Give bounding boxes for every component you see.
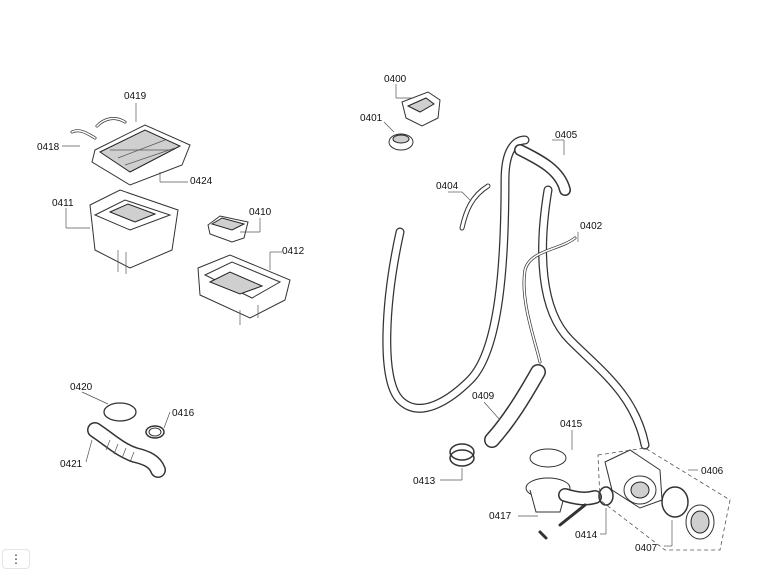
sump-hose-0409 [484, 364, 546, 448]
seal-0415 [529, 448, 567, 468]
label-0409: 0409 [472, 391, 495, 402]
label-0416: 0416 [172, 408, 195, 419]
siphon-cap-0410 [207, 215, 249, 243]
hose-0419 [95, 117, 127, 128]
label-0411: 0411 [52, 198, 74, 209]
hose-clip-0414 [598, 486, 614, 506]
label-0410: 0410 [249, 207, 272, 218]
hose-0418 [70, 129, 97, 140]
valve-0401 [388, 133, 414, 151]
label-0419: 0419 [124, 91, 147, 102]
label-0412: 0412 [282, 246, 305, 257]
label-0407: 0407 [635, 543, 658, 554]
hose-clip-0420 [103, 402, 137, 422]
drawer-insert-0412 [197, 254, 291, 325]
bellow-hose-0421 [87, 422, 166, 478]
label-0417: 0417 [489, 511, 512, 522]
hose-clip-0416 [145, 425, 165, 439]
label-0404: 0404 [436, 181, 459, 192]
more-options-button[interactable]: ⋮ [2, 549, 30, 569]
pump-assembly [597, 447, 731, 551]
label-0421: 0421 [60, 459, 83, 470]
label-0413: 0413 [413, 476, 436, 487]
hose-0404 [459, 183, 491, 231]
label-0415: 0415 [560, 419, 583, 430]
label-0405: 0405 [555, 130, 578, 141]
label-0420: 0420 [70, 382, 93, 393]
label-0406: 0406 [701, 466, 724, 477]
inlet-hose-long [382, 135, 530, 413]
label-0418: 0418 [37, 142, 60, 153]
sump-0417 [525, 477, 602, 540]
label-0424: 0424 [190, 176, 213, 187]
drain-hose [538, 185, 650, 450]
hose-clip-0413 [449, 443, 475, 467]
drawer-cover-0424 [91, 124, 191, 186]
label-0400: 0400 [384, 74, 407, 85]
label-0402: 0402 [580, 221, 603, 232]
label-0414: 0414 [575, 530, 598, 541]
dispenser-housing-0411 [89, 189, 179, 274]
bracket-0400 [401, 91, 441, 127]
leader-lines [62, 84, 698, 547]
more-vertical-icon: ⋮ [10, 552, 22, 566]
label-0401: 0401 [360, 113, 383, 124]
hose-0405 [514, 144, 571, 196]
part-labels: 0419 0418 0424 0411 0410 0412 0420 0416 … [37, 74, 724, 554]
hose-0402 [522, 236, 577, 364]
